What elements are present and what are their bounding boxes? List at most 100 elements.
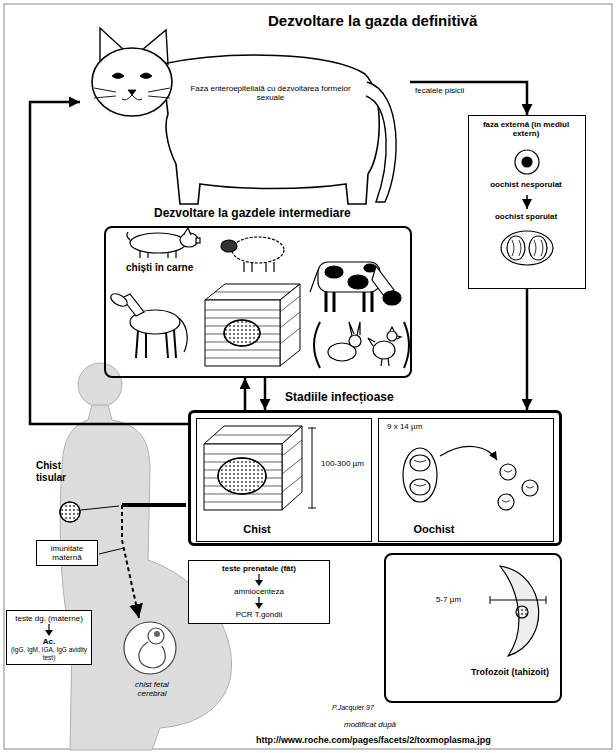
- infectious-stages-box: Chist100-300 µmOochist9 x 14 µmStadiile …: [188, 410, 562, 546]
- infection-route: [81, 506, 119, 510]
- source-url: http://www.roche.com/pages/facets/2/toxm…: [256, 735, 606, 745]
- trophozoite-figure: [516, 606, 528, 618]
- oocyst-figure: [440, 446, 497, 460]
- tissue-cyst-figure: [204, 435, 302, 502]
- sheep-figure: [244, 262, 274, 272]
- cat-outline: [128, 90, 136, 95]
- oocyst-figure: [414, 460, 426, 486]
- tissue-cyst-icon: [60, 502, 80, 522]
- stage-note: Faza enteroepitelială cu dezvoltarea for…: [188, 84, 353, 102]
- cat-outline: [162, 55, 379, 204]
- trophozoite-figure: [490, 566, 546, 656]
- dimension-label: 5-7 µm: [436, 595, 488, 604]
- stage-name: Oochist: [379, 523, 489, 536]
- rabbit-chicken-figure: [368, 338, 375, 346]
- flow-arrow: [45, 630, 53, 636]
- infection-route: [122, 505, 139, 618]
- pig-figure: [127, 232, 130, 240]
- box-caption: chiști în carne: [126, 262, 226, 274]
- rabbit-chicken-figure: [373, 341, 395, 359]
- figure-label: Chist tisular: [36, 460, 92, 483]
- box-text: imunitate maternă: [40, 544, 94, 562]
- infection-route: [99, 548, 124, 554]
- rabbit-chicken-figure: [314, 322, 409, 368]
- flow-arrow: [254, 597, 264, 609]
- trophozoite-box: Trofozoit (tahizoit) 5-7 µm: [384, 553, 562, 703]
- intermediate-hosts-box: Dezvoltare la gazdele intermediarechiști…: [104, 226, 412, 378]
- flow-arrow: [254, 574, 264, 586]
- flow-arrow: [44, 624, 54, 636]
- tissue-cyst-figure: [218, 458, 266, 494]
- fetus: [139, 642, 165, 668]
- flow-arrow: [255, 580, 263, 586]
- external-phase-box: faza externă (în mediul extern) oochist n…: [468, 115, 586, 289]
- sheep-figure: [221, 237, 284, 272]
- sheep-figure: [232, 237, 284, 263]
- fetus: [124, 622, 176, 674]
- pig-figure: [130, 233, 186, 253]
- muscle-cyst-figure: [280, 284, 300, 366]
- box-heading: faza externă (în mediul extern): [472, 120, 580, 138]
- flow-arrow: [410, 82, 527, 115]
- cat-outline: [80, 24, 410, 204]
- rabbit-chicken-figure: [397, 336, 401, 339]
- sporulated-oocyst: [512, 240, 543, 256]
- cow-figure: [326, 290, 372, 312]
- oocyst-figure: [410, 455, 430, 471]
- sporulated-oocyst: [507, 236, 525, 260]
- cat-outline: [112, 73, 152, 79]
- unsporulated-oocyst: [515, 150, 539, 174]
- horse-figure: [109, 291, 130, 309]
- muscle-cyst-figure: [205, 284, 300, 366]
- tissue-cyst-icon: [60, 502, 80, 522]
- trophozoite-figure: [500, 566, 539, 656]
- sporulated-oocyst: [529, 236, 547, 260]
- rabbit-chicken-figure: [404, 322, 409, 368]
- maturation-arrow: [526, 195, 528, 209]
- cow-figure: [310, 270, 318, 292]
- pig-figure: [140, 251, 176, 258]
- unsporulated-oocyst: [522, 157, 532, 167]
- cat-outline: [366, 82, 396, 202]
- flow-arrow: [255, 603, 263, 609]
- flow-arrow: [48, 624, 49, 631]
- sporulated-oocyst: [501, 231, 553, 265]
- edge-label: fecalele pisicii: [414, 86, 465, 95]
- oocyst-figure: [403, 446, 538, 510]
- pig-figure: [184, 228, 191, 235]
- box-text: amniocenteza: [192, 587, 326, 596]
- oocyst-figure: [502, 470, 534, 502]
- fetus: [124, 622, 176, 674]
- dimension-label: 9 x 14 µm: [387, 422, 467, 431]
- pig-figure: [180, 233, 198, 247]
- pig-figure: [127, 228, 200, 258]
- rabbit-chicken-figure: [314, 322, 320, 368]
- rabbit-chicken-figure: [349, 335, 361, 347]
- tissue-cyst-figure: [282, 426, 302, 510]
- oocyst-figure: [410, 479, 430, 495]
- cow-figure: [325, 266, 343, 278]
- fetus: [148, 628, 164, 644]
- rabbit-chicken-figure: [387, 331, 397, 341]
- stage-name: Trofozoit (tahizoit): [464, 667, 556, 677]
- flow-arrow: [244, 378, 247, 410]
- unsporulated-oocyst: [515, 150, 539, 174]
- oocyst-figure: [403, 448, 437, 502]
- horse-figure: [109, 291, 187, 358]
- stage-name: oochist nesporulat: [472, 180, 580, 189]
- cow-figure: [310, 262, 401, 312]
- muscle-cyst-figure: [205, 292, 300, 358]
- dimension-line: [308, 428, 316, 508]
- tissue-cyst-figure: [204, 426, 302, 510]
- box-heading: teste prenatale (făt): [192, 564, 326, 573]
- sporulated-oocyst: [501, 231, 553, 265]
- rabbit-chicken-figure: [390, 327, 394, 331]
- trophozoite-figure: [490, 596, 546, 604]
- pig-figure: [196, 238, 200, 243]
- author-note: P.Jacquier 97: [332, 704, 412, 712]
- flow-arrow: [264, 378, 267, 410]
- flow-arrow: [258, 597, 259, 604]
- cat-outline: [94, 88, 170, 100]
- flow-arrow: [526, 289, 529, 410]
